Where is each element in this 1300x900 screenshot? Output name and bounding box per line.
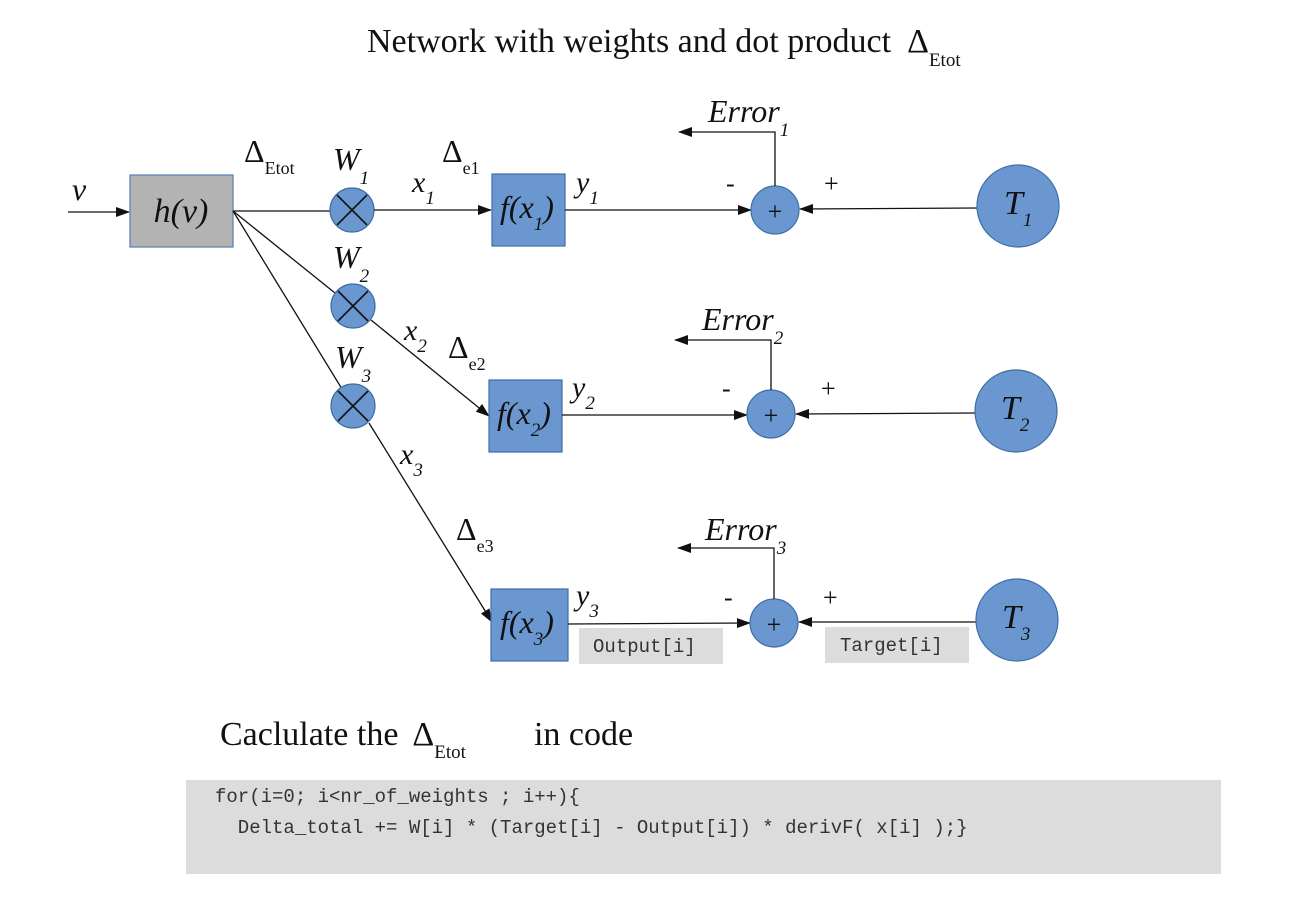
minus-sign-2: - xyxy=(722,374,731,403)
error-arrow-3 xyxy=(677,543,775,599)
minus-sign-3: - xyxy=(724,583,733,612)
delta-etot-label: ΔEtot xyxy=(244,133,295,178)
edge-f3-sum3 xyxy=(567,618,751,629)
edge-t1-sum1 xyxy=(799,203,979,214)
target-label-2: T2 xyxy=(1001,390,1030,436)
code-line-1: for(i=0; i<nr_of_weights ; i++){ xyxy=(215,786,580,808)
activation-node-3 xyxy=(490,588,569,662)
branch-2: W2 x2 Δe2 f(x2) y2 + - + Error2 T2 xyxy=(330,239,1058,453)
x-label-2: x2 xyxy=(403,314,427,357)
edge-t2-sum2 xyxy=(795,408,976,419)
output-tag: Output[i] xyxy=(593,636,696,658)
sum-symbol-1: + xyxy=(768,197,783,226)
activation-node-2 xyxy=(488,379,563,453)
delta-label-1: Δe1 xyxy=(442,133,480,178)
activation-label-3: f(x3) xyxy=(500,604,554,650)
error-label-2: Error2 xyxy=(701,301,784,349)
error-label-3: Error3 xyxy=(704,511,786,559)
sum-symbol-2: + xyxy=(764,401,779,430)
edge-w2-f2 xyxy=(370,319,490,417)
weight-label-3: W3 xyxy=(335,339,371,387)
target-label-1: T1 xyxy=(1004,185,1032,231)
target-node-1 xyxy=(976,164,1060,248)
target-tag-box xyxy=(825,627,969,663)
hidden-node-label: h(v) xyxy=(154,193,209,230)
plus-sign-1: + xyxy=(824,169,839,198)
error-arrow-2 xyxy=(674,335,772,390)
error-arrow-1 xyxy=(678,127,776,186)
activation-label-1: f(x1) xyxy=(500,189,554,235)
plus-sign-2: + xyxy=(821,374,836,403)
output-tag-box xyxy=(579,628,723,664)
y-label-2: y2 xyxy=(569,371,595,414)
weight-label-2: W2 xyxy=(333,239,370,287)
edge-w3-f3 xyxy=(368,422,493,623)
delta-label-3: Δe3 xyxy=(456,511,494,556)
activation-label-2: f(x2) xyxy=(497,395,551,441)
y-label-1: y1 xyxy=(573,166,599,209)
delta-label-2: Δe2 xyxy=(448,329,486,374)
edge-h-w3 xyxy=(232,210,343,390)
branch-1: W1 x1 Δe1 f(x1) y1 + - + Error1 T1 xyxy=(329,93,1060,248)
x-label-3: x3 xyxy=(399,438,423,481)
x-label-1: x1 xyxy=(411,166,435,209)
sum-symbol-3: + xyxy=(767,610,782,639)
input-label: v xyxy=(72,171,87,207)
target-node-2 xyxy=(974,369,1058,453)
target-node-3 xyxy=(975,578,1059,662)
activation-node-1 xyxy=(491,173,566,247)
branch-3: W3 x3 Δe3 f(x3) y3 + - + Error3 T3 xyxy=(330,339,1059,662)
code-line-2: Delta_total += W[i] * (Target[i] - Outpu… xyxy=(215,817,968,839)
error-label-1: Error1 xyxy=(707,93,789,141)
target-label-3: T3 xyxy=(1002,599,1030,645)
minus-sign-1: - xyxy=(726,169,735,198)
target-tag: Target[i] xyxy=(840,635,943,657)
weight-label-1: W1 xyxy=(333,141,369,189)
edge-h-w2 xyxy=(232,210,336,294)
plus-sign-3: + xyxy=(823,583,838,612)
code-block: for(i=0; i<nr_of_weights ; i++){ Delta_t… xyxy=(186,780,1221,874)
y-label-3: y3 xyxy=(573,579,599,622)
